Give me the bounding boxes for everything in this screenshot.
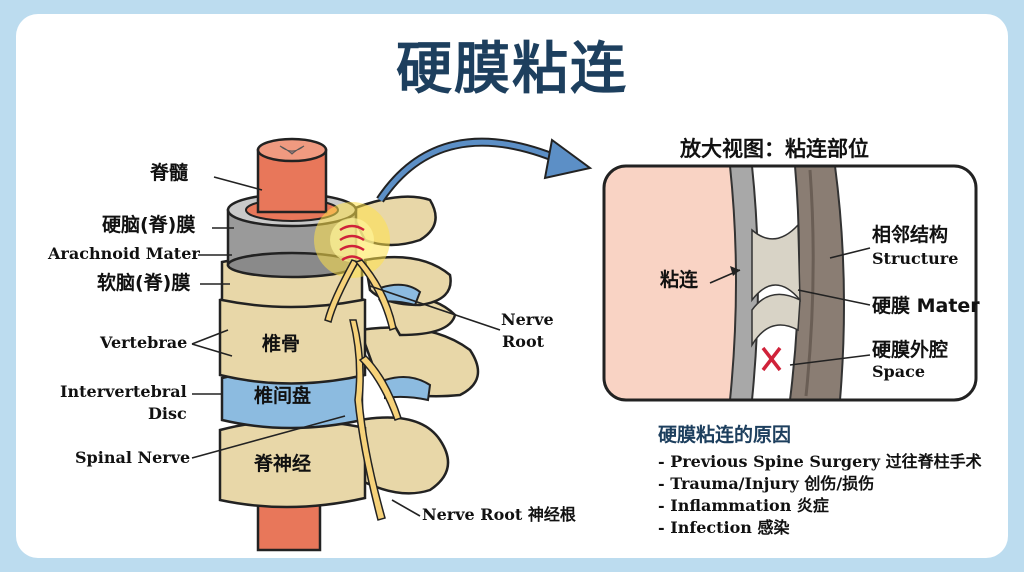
- vertebra-bottom: [218, 416, 450, 509]
- cause-item: - Trauma/Injury 创伤/损伤: [658, 474, 875, 493]
- label-pia-mater: 软脑(脊)膜: [97, 272, 191, 294]
- label-disc-line2: Disc: [148, 404, 187, 423]
- cause-item: - Infection 感染: [658, 518, 790, 537]
- label-adhesion: 粘连: [660, 269, 699, 291]
- epidural-x-mark: [761, 346, 782, 372]
- causes-list: 硬膜粘连的原因 - Previous Spine Surgery 过往脊柱手术 …: [658, 420, 982, 539]
- zoom-title: 放大视图：粘连部位: [680, 137, 869, 161]
- label-vertebra-zh: 椎骨: [262, 333, 301, 355]
- adhesion-marks: [339, 224, 365, 262]
- page-title: 硬膜粘连: [396, 37, 628, 102]
- label-nerve-root-bottom: Nerve Root 神经根: [422, 505, 576, 524]
- label-epidural-en: Space: [872, 362, 926, 381]
- leader-lines: [191, 176, 501, 517]
- label-dura-mater: 硬脑(脊)膜: [102, 214, 196, 236]
- zoom-arrow: [376, 137, 593, 203]
- label-adjacent-zh: 相邻结构: [872, 224, 949, 246]
- label-nerve-root-line1: Nerve: [501, 310, 554, 329]
- zoom-panel: [602, 164, 978, 402]
- label-dura-zoom: 硬膜 Mater: [872, 295, 980, 317]
- label-epidural-zh: 硬膜外腔: [872, 339, 949, 361]
- label-spinal-nerve: Spinal Nerve: [75, 448, 191, 467]
- nerve-roots: [324, 259, 402, 521]
- cause-item: - Inflammation 炎症: [658, 496, 829, 515]
- label-spinal-cord: 脊髓: [150, 162, 189, 184]
- spinal-cord-upper: [256, 137, 328, 214]
- label-adjacent-en: Structure: [872, 249, 959, 268]
- label-disc-zh: 椎间盘: [254, 385, 312, 407]
- cause-item: - Previous Spine Surgery 过往脊柱手术: [658, 452, 982, 471]
- label-arachnoid: Arachnoid Mater: [48, 244, 200, 263]
- label-nerve-root-line2: Root: [502, 332, 545, 351]
- label-vertebrae: Vertebrae: [100, 333, 188, 352]
- label-spinal-nerve-zh: 脊神经: [254, 453, 312, 475]
- label-disc-line1: Intervertebral: [60, 382, 187, 401]
- causes-heading: 硬膜粘连的原因: [658, 424, 792, 446]
